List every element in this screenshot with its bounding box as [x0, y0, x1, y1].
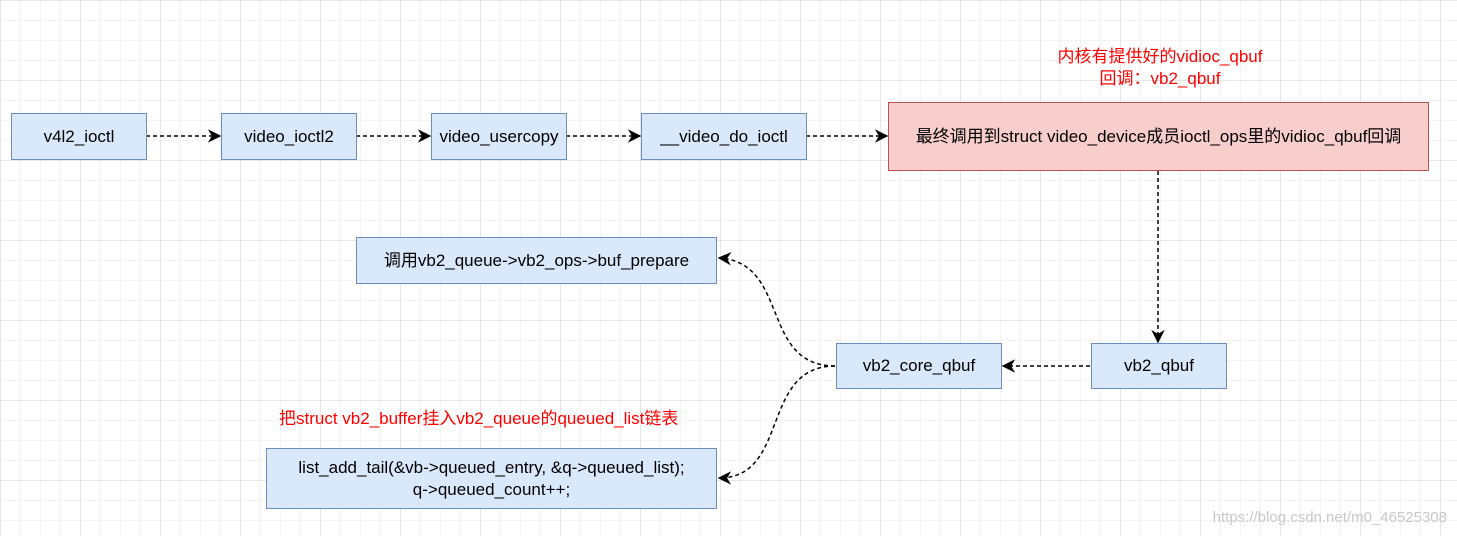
node-video-do-ioctl[interactable]: __video_do_ioctl: [641, 113, 807, 160]
node-video-usercopy[interactable]: video_usercopy: [431, 113, 567, 160]
note-line2: 回调：vb2_qbuf: [1099, 69, 1221, 88]
kernel-callback-note: 内核有提供好的vidioc_qbuf 回调：vb2_qbuf: [1050, 46, 1270, 90]
arrow-coreqbuf-to-bufprepare: [717, 251, 836, 367]
node-v4l2-ioctl[interactable]: v4l2_ioctl: [11, 113, 147, 160]
watermark: https://blog.csdn.net/m0_46525308: [1212, 509, 1447, 526]
node-vb2-qbuf[interactable]: vb2_qbuf: [1091, 343, 1227, 389]
node-buf-prepare[interactable]: 调用vb2_queue->vb2_ops->buf_prepare: [356, 237, 717, 284]
node-label: v4l2_ioctl: [43, 126, 115, 146]
node-label: vb2_qbuf: [1124, 356, 1194, 375]
node-label: 最终调用到struct video_device成员ioctl_ops里的vid…: [915, 126, 1402, 146]
arrow-coreqbuf-to-listadd: [717, 365, 836, 485]
node-video-ioctl2[interactable]: video_ioctl2: [221, 113, 357, 160]
queued-list-note: 把struct vb2_buffer挂入vb2_queue的queued_lis…: [279, 408, 678, 430]
node-final-callback[interactable]: 最终调用到struct video_device成员ioctl_ops里的vid…: [888, 102, 1429, 171]
node-label: vb2_core_qbuf: [862, 356, 976, 375]
node-label: video_ioctl2: [244, 126, 334, 146]
node-label-line2: q->queued_count++;: [412, 479, 571, 499]
node-label: video_usercopy: [439, 126, 559, 146]
node-label: __video_do_ioctl: [660, 126, 788, 146]
note-text: 把struct vb2_buffer挂入vb2_queue的queued_lis…: [279, 409, 679, 428]
node-label-line1: list_add_tail(&vb->queued_entry, &q->que…: [298, 457, 685, 477]
note-line1: 内核有提供好的vidioc_qbuf: [1057, 47, 1263, 66]
node-list-add-tail[interactable]: list_add_tail(&vb->queued_entry, &q->que…: [266, 448, 717, 509]
node-label: 调用vb2_queue->vb2_ops->buf_prepare: [383, 250, 690, 270]
node-vb2-core-qbuf[interactable]: vb2_core_qbuf: [836, 343, 1002, 389]
